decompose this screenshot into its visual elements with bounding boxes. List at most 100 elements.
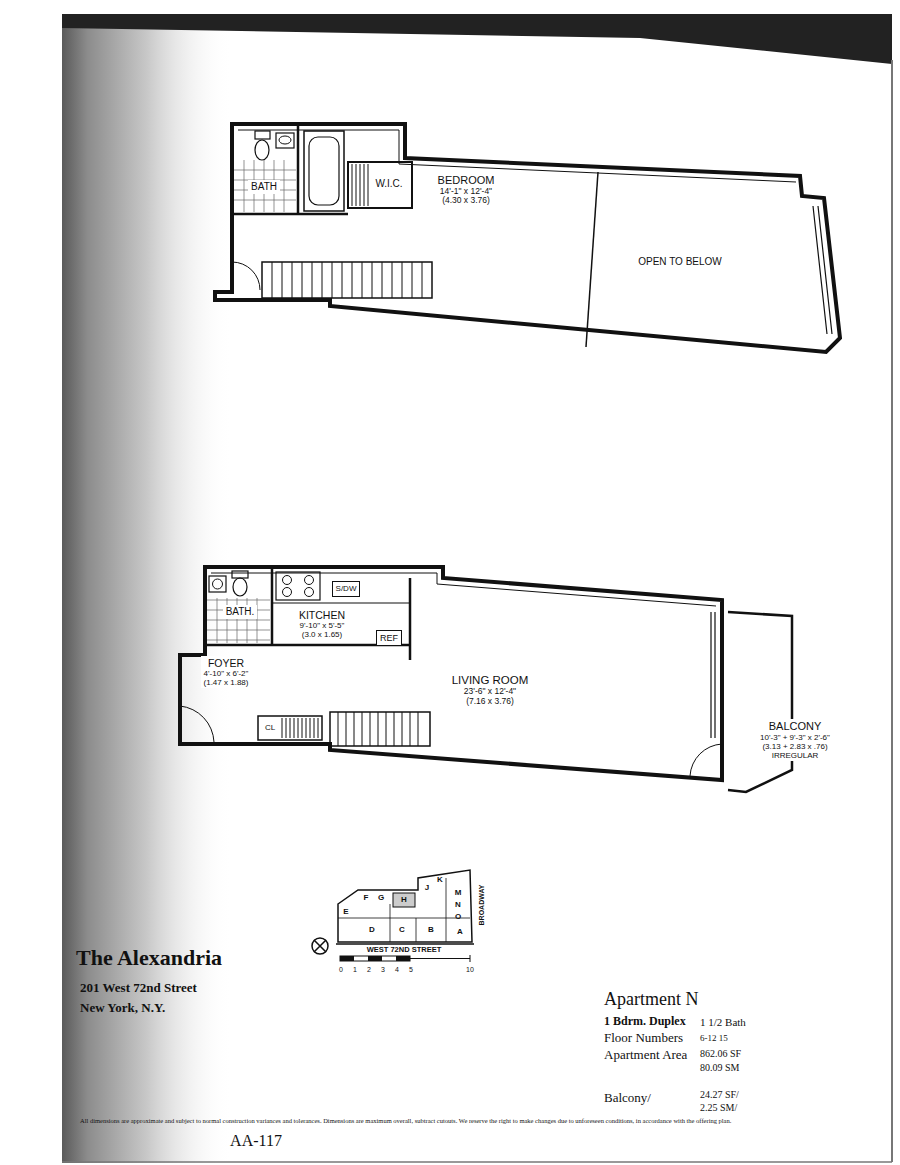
stair (330, 712, 430, 746)
spec-value: 2.25 SM/ (700, 1102, 737, 1113)
sink-bowl (213, 579, 223, 589)
key-letter: C (399, 926, 405, 935)
key-letter: B (428, 926, 434, 935)
room-dimension: 14'-1" x 12'-4" (438, 187, 495, 197)
address: 201 West 72nd Street (80, 981, 197, 995)
spec-value: 24.27 SF/ (700, 1089, 739, 1100)
key-letter: G (378, 894, 384, 903)
room-dimension: 10'-3" + 9'-3" x 2'-6" (760, 733, 830, 742)
room-label: BATH. (223, 605, 258, 619)
room-dimension: IRREGULAR (760, 751, 830, 760)
key-divider (338, 878, 470, 942)
north-arrow-mark (314, 940, 326, 952)
street-name: WEST 72ND STREET (367, 946, 442, 954)
scale-number: 3 (381, 966, 385, 974)
room-label: BEDROOM14'-1" x 12'-4"(4.30 x 3.76) (435, 173, 498, 207)
open-edge-line (586, 172, 598, 347)
spec-heading: Floor Numbers (604, 1031, 683, 1045)
room-dimension: (4.30 x 3.76) (438, 196, 495, 206)
key-letter: E (343, 908, 348, 917)
key-letter: K (437, 876, 443, 885)
room-name: BATH (251, 181, 277, 193)
key-letter: M (455, 889, 462, 898)
spec-heading: Balcony/ (604, 1091, 651, 1105)
scale-number: 10 (466, 966, 474, 974)
room-name: CL (265, 723, 275, 732)
closet-hatch (282, 718, 318, 738)
scale-number: 2 (367, 966, 371, 974)
spec-value: 862.06 SF (700, 1048, 741, 1059)
sink (209, 576, 226, 592)
unit-type: 1 Bdrm. Duplex (604, 1015, 686, 1028)
burner (305, 576, 314, 585)
burner (283, 576, 292, 585)
scale-number: 1 (353, 966, 357, 974)
address: New York, N.Y. (80, 1001, 165, 1015)
street-line (336, 943, 474, 945)
burner (305, 588, 314, 597)
room-dimension: (7.16 x 3.76) (452, 697, 529, 707)
street-name: BROADWAY (478, 885, 486, 926)
page-edge (62, 1161, 892, 1163)
outer-wall (215, 124, 840, 352)
room-name: W.I.C. (375, 178, 402, 190)
scale-bar (340, 956, 410, 961)
room-label: KITCHEN9'-10" x 5'-5"(3.0 x 1.65) (296, 608, 348, 640)
room-label: W.I.C. (372, 177, 405, 191)
spec-value: 6-12 15 (700, 1034, 728, 1044)
room-dimension: (1.47 x 1.88) (204, 678, 249, 687)
door-swing (232, 262, 260, 290)
closet (258, 716, 322, 740)
balcony-rail (728, 612, 792, 792)
scale-number: 5 (409, 966, 413, 974)
fine-print: All dimensions are approximate and subje… (80, 1117, 731, 1124)
key-letter: N (455, 901, 461, 910)
scale-line (410, 955, 470, 962)
floor-tile (234, 160, 296, 212)
partition (205, 569, 410, 660)
burner (283, 588, 292, 597)
key-letter: O (455, 913, 461, 922)
key-letter: A (457, 928, 463, 937)
inner-wall (211, 573, 716, 606)
stair-treads (272, 262, 422, 298)
key-highlight (393, 893, 415, 907)
scale-number: 4 (395, 966, 399, 974)
room-label: BALCONY10'-3" + 9'-3" x 2'-6"(3.13 + 2.8… (757, 719, 833, 761)
room-label: OPEN TO BELOW (635, 255, 725, 269)
key-letter: H (401, 896, 407, 905)
spec-heading: Apartment Area (604, 1048, 687, 1062)
lower-floor (180, 567, 792, 792)
inner-wall (238, 130, 796, 182)
stair (262, 262, 432, 298)
room-dimension: 23'-6" x 12'-4" (452, 687, 529, 697)
key-letter: D (369, 926, 375, 935)
room-name: BALCONY (760, 720, 830, 733)
room-label: BATH (248, 180, 280, 194)
closet-label: CL (262, 722, 278, 733)
room-name: BEDROOM (438, 174, 495, 187)
building-title: The Alexandria (76, 946, 222, 970)
door-swing (180, 706, 214, 742)
upper-floor (215, 124, 840, 352)
bathtub (304, 131, 344, 211)
room-name: LIVING ROOM (452, 674, 529, 687)
partition (232, 126, 348, 214)
closet-wall (348, 162, 412, 208)
room-name: BATH. (226, 606, 255, 618)
range (276, 572, 320, 600)
key-plan (312, 870, 474, 962)
sink (276, 133, 294, 148)
room-dimension: 9'-10" x 5'-5" (299, 621, 345, 630)
page-number: AA-117 (230, 1132, 282, 1150)
window (813, 206, 832, 334)
scan-edge (62, 14, 892, 64)
page-edge (891, 60, 893, 1162)
bathtub-inner (309, 137, 339, 205)
outer-wall (180, 567, 722, 780)
door-swing (690, 744, 722, 778)
sink-bowl (279, 136, 291, 144)
room-dimension: (3.13 + 2.83 x .76) (760, 742, 830, 751)
toilet-tank (232, 571, 248, 578)
